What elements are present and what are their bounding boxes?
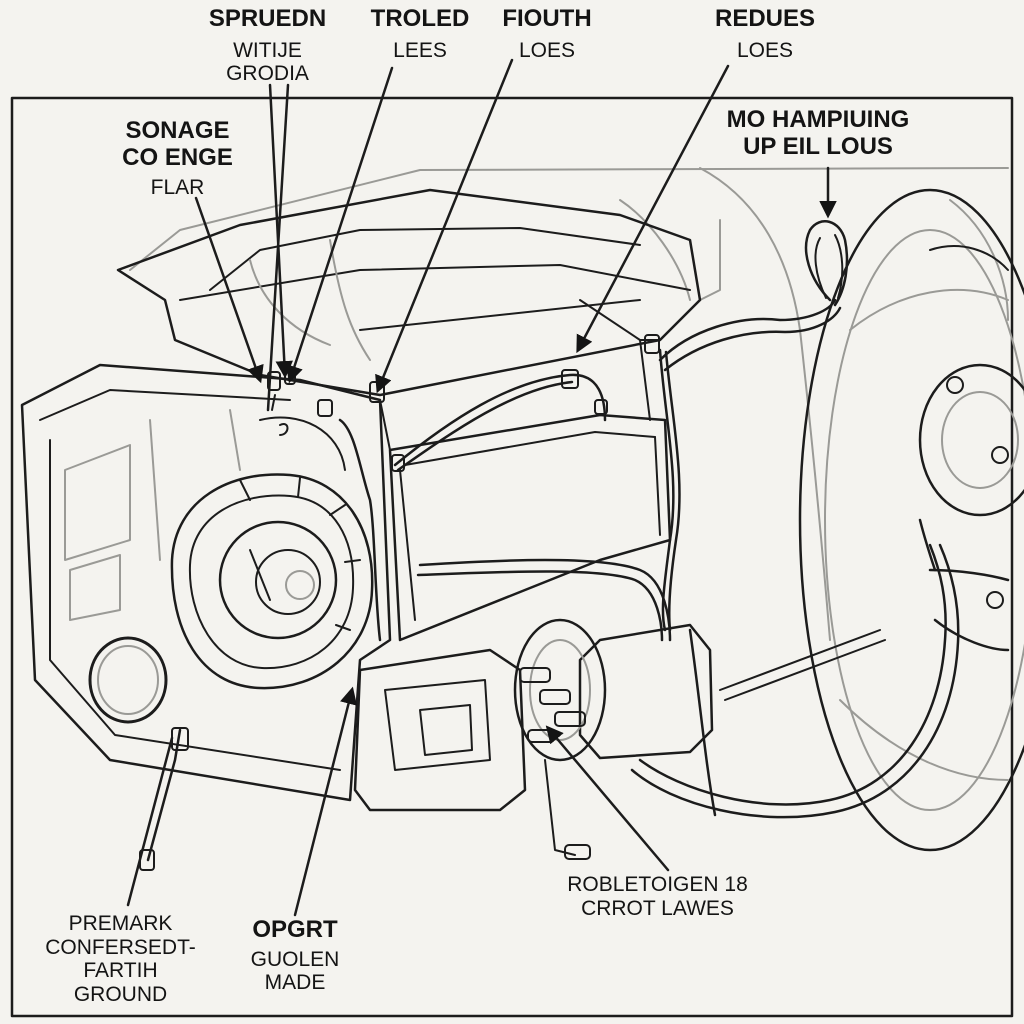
ground-wire bbox=[139, 727, 189, 871]
label-robletoigen-line2: CRROT LAWES bbox=[581, 896, 734, 920]
label-premark-line3: FARTIH bbox=[83, 959, 158, 983]
blower-motor bbox=[170, 416, 374, 690]
connector-block bbox=[513, 618, 714, 860]
leader-lines bbox=[126, 58, 837, 917]
label-premark-line2: CONFERSEDT- bbox=[45, 935, 196, 959]
background-vehicle-structure bbox=[129, 167, 1009, 641]
label-spruedn-line1: WITIJE bbox=[233, 38, 302, 62]
label-sonage-title1: SONAGE bbox=[125, 117, 230, 144]
label-opgrt-line1: GUOLEN bbox=[250, 947, 340, 971]
leader-spruedn bbox=[268, 83, 294, 379]
label-robletoigen-line1: ROBLETOIGEN 18 bbox=[567, 873, 748, 896]
leader-troled bbox=[286, 66, 394, 384]
label-redues: REDUES LOES bbox=[695, 5, 835, 62]
label-opgrt: OPGRT GUOLEN MADE bbox=[225, 916, 365, 995]
label-spruedn-title: SPRUEDN bbox=[208, 5, 327, 32]
label-redues-title: REDUES bbox=[714, 5, 816, 32]
label-troled: TROLED LEES bbox=[355, 5, 485, 62]
label-sonage-line1: FLAR bbox=[150, 175, 205, 199]
label-spruedn-line2: GRODIA bbox=[226, 62, 309, 86]
label-redues-line1: LOES bbox=[736, 38, 794, 62]
label-hampiuing-title2: UP EIL LOUS bbox=[743, 132, 893, 160]
leader-robletoigen bbox=[545, 725, 670, 872]
leader-fiouth bbox=[375, 58, 514, 394]
label-opgrt-line2: MADE bbox=[264, 971, 326, 995]
leader-premark bbox=[126, 736, 174, 907]
label-fiouth-title: FIOUTH bbox=[502, 5, 592, 32]
leader-redues bbox=[576, 64, 730, 354]
upper-duct-housing bbox=[116, 188, 702, 397]
label-premark-line1: PREMARK bbox=[68, 912, 173, 935]
label-premark-line4: GROUND bbox=[73, 982, 168, 1006]
wheel-assembly bbox=[719, 188, 1024, 852]
loop-connector bbox=[804, 220, 849, 307]
label-hampiuing-title1: MO HAMPIUING bbox=[726, 106, 910, 133]
label-sonage-title2: CO ENGE bbox=[122, 143, 233, 171]
label-fiouth: FIOUTH LOES bbox=[482, 5, 612, 62]
label-fiouth-line1: LOES bbox=[518, 38, 576, 62]
label-troled-line1: LEES bbox=[393, 38, 447, 62]
harness-clips bbox=[267, 334, 660, 472]
label-spruedn: SPRUEDN WITIJE GRODIA bbox=[190, 5, 345, 86]
label-troled-title: TROLED bbox=[370, 5, 470, 32]
label-robletoigen: ROBLETOIGEN 18 CRROT LAWES bbox=[540, 873, 775, 920]
wire-harness bbox=[338, 298, 1010, 819]
leader-sonage bbox=[194, 196, 264, 384]
label-sonage: SONAGE CO ENGE FLAR bbox=[100, 117, 255, 199]
diagram-frame bbox=[10, 96, 1014, 1018]
label-opgrt-title: OPGRT bbox=[252, 916, 338, 943]
blower-housing bbox=[20, 363, 392, 802]
ground-ring bbox=[88, 636, 168, 724]
label-hampiuing: MO HAMPIUING UP EIL LOUS bbox=[698, 106, 938, 161]
leader-opgrt bbox=[293, 686, 358, 917]
label-premark: PREMARK CONFERSEDT- FARTIH GROUND bbox=[18, 912, 223, 1006]
leader-spruedn-2 bbox=[266, 83, 290, 412]
resistor-module bbox=[353, 648, 527, 812]
